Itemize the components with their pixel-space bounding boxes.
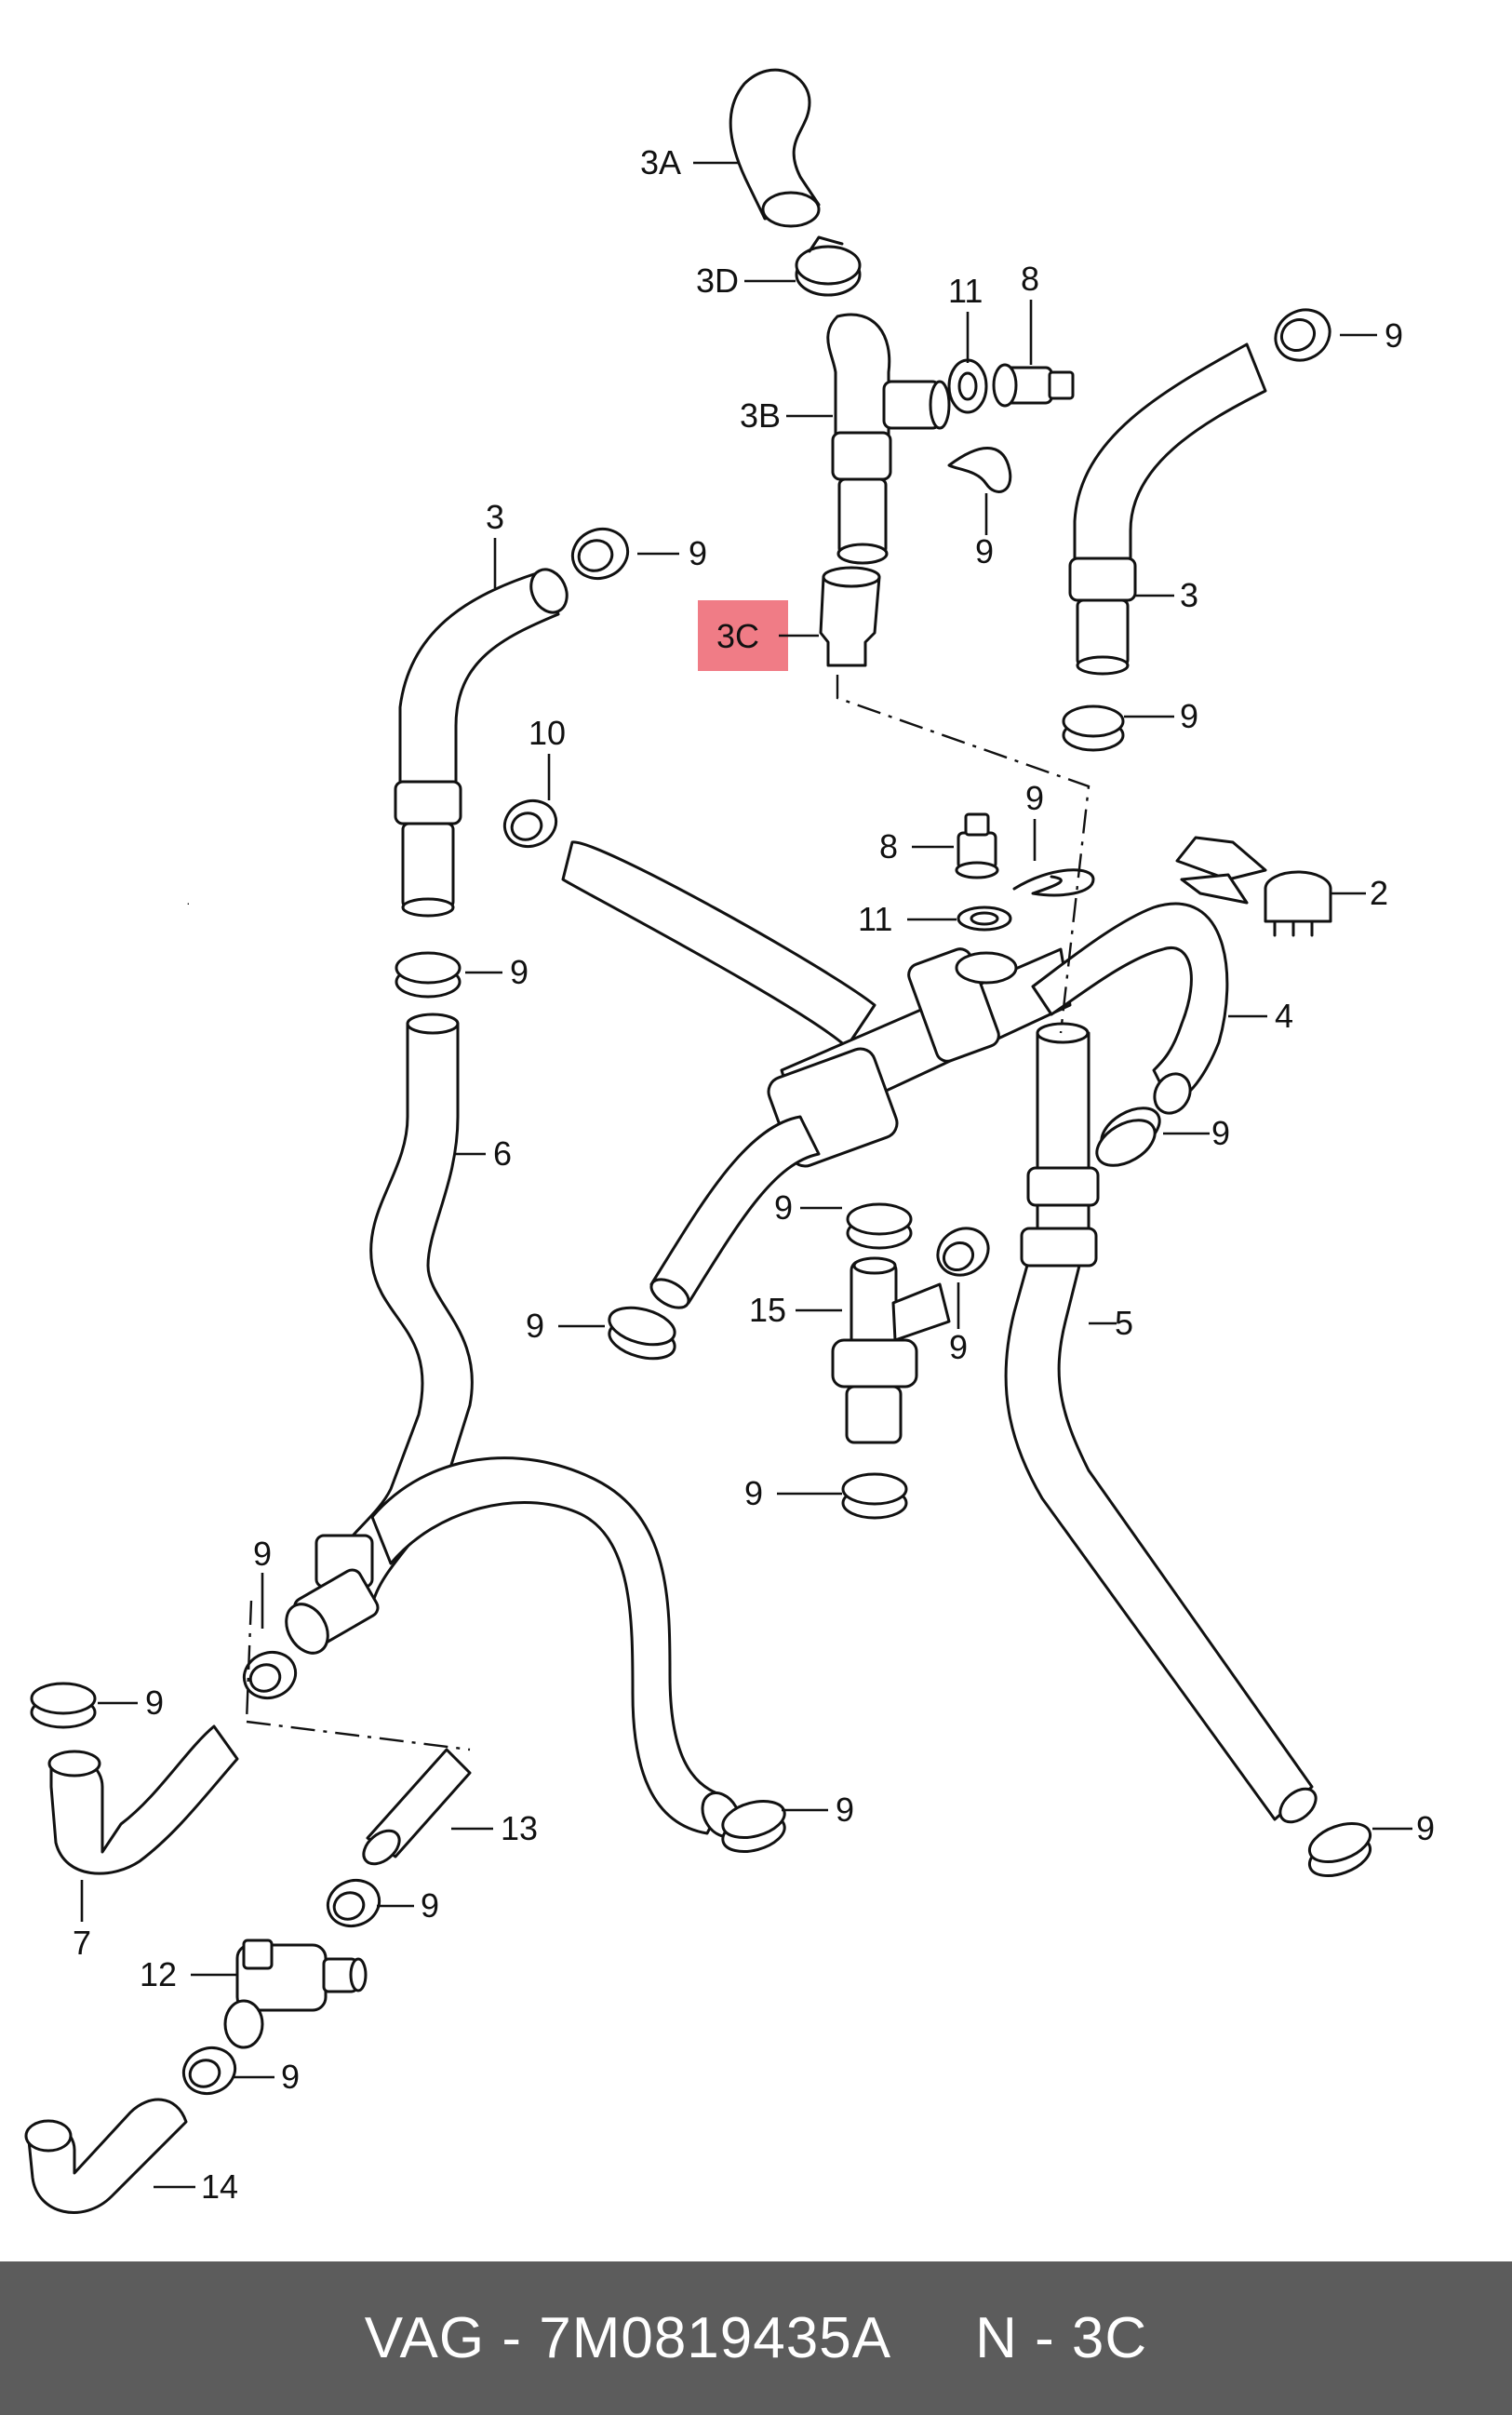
label-11-top: 11 [948, 272, 983, 310]
clamp-9-15-bottom [841, 1472, 908, 1520]
washer-11-mid [957, 906, 1012, 932]
label-9-manifold-left: 9 [526, 1307, 544, 1345]
label-9-12: 9 [281, 2058, 300, 2096]
hose-13 [362, 1748, 472, 1866]
ref-line-vert [245, 1600, 253, 1723]
label-5: 5 [1115, 1304, 1133, 1342]
stray-mark: · [186, 895, 191, 910]
clamp-9-left-top [570, 528, 630, 580]
clamp-9-tee-left [242, 1650, 298, 1700]
label-8-mid: 8 [879, 827, 898, 865]
clamp-9-15-right [936, 1227, 990, 1277]
parts-diagram: 3A 3D 3B 3C 11 8 9 9 3 9 3 9 10 9 8 11 2… [24, 68, 1435, 2214]
label-9-right-mid: 9 [1180, 697, 1198, 735]
label-4: 4 [1275, 997, 1293, 1035]
central-manifold [649, 947, 1072, 1309]
label-6: 6 [493, 1134, 512, 1173]
connector-15 [831, 1256, 951, 1444]
labels: 3A 3D 3B 3C 11 8 9 9 3 9 3 9 10 9 8 11 2… [73, 143, 1435, 2206]
clamp-9-top-right [1274, 308, 1331, 362]
washer-11-top [947, 358, 988, 414]
label-13: 13 [501, 1809, 538, 1847]
highlight-3C [698, 600, 788, 671]
label-3A: 3A [640, 143, 681, 181]
clip-9-top [947, 447, 1012, 493]
label-3C: 3C [716, 617, 759, 655]
label-7: 7 [73, 1924, 91, 1962]
label-12: 12 [140, 1955, 177, 1993]
label-9-hose-5-bottom: 9 [1416, 1809, 1435, 1847]
label-9-15-bottom: 9 [744, 1474, 763, 1512]
ref-line-3C [836, 675, 1091, 1034]
label-9-left-lower: 9 [145, 1684, 164, 1722]
label-10: 10 [529, 714, 566, 752]
label-9-tee-left: 9 [253, 1535, 272, 1573]
label-9-left-mid: 9 [510, 953, 529, 991]
label-9-hose-4: 9 [1211, 1114, 1230, 1152]
clamp-9-left-lower [30, 1682, 97, 1729]
label-11-mid: 11 [858, 900, 892, 938]
label-3D: 3D [696, 262, 739, 300]
hose-7 [47, 1724, 239, 1875]
label-2: 2 [1370, 874, 1388, 912]
connector-3C [819, 566, 881, 667]
label-9-left-top: 9 [689, 534, 707, 572]
leader-lines [80, 161, 1412, 2189]
clamp-9-hose-5-bottom [1307, 1821, 1372, 1878]
label-9-13: 9 [421, 1886, 439, 1925]
clamp-9-12 [181, 2046, 237, 2096]
clamp-9-left-mid [395, 951, 462, 999]
hose-5 [1004, 1022, 1318, 1824]
label-15: 15 [749, 1291, 786, 1329]
label-9-clip-top: 9 [975, 532, 994, 570]
sensor-8-top [992, 363, 1075, 408]
footer-part-number: VAG - 7M0819435A [364, 2306, 892, 2370]
clamp-9-13 [326, 1878, 381, 1928]
tee-lower-left [285, 1534, 380, 1655]
clamp-9-15-top [846, 1202, 913, 1250]
footer-bar: VAG - 7M0819435A N - 3C [0, 2261, 1512, 2415]
valve-12 [223, 1939, 368, 2049]
hose-3-left [394, 568, 569, 918]
sensor-8-mid [955, 812, 999, 879]
clamp-9-hose-4 [1095, 1107, 1161, 1167]
hose-14 [24, 2098, 188, 2214]
clamp-2 [1175, 836, 1332, 937]
hose-4 [1031, 902, 1229, 1115]
label-9-15-top: 9 [774, 1188, 793, 1227]
clamp-3D [795, 235, 862, 297]
clamp-9-pipe-10 [502, 798, 558, 849]
clamp-9-right-mid [1062, 704, 1125, 752]
label-3-right: 3 [1180, 576, 1198, 614]
label-9-lower-loop: 9 [836, 1791, 854, 1829]
label-3-left: 3 [486, 498, 504, 536]
clamp-9-manifold-left [608, 1306, 676, 1361]
tee-3B [826, 313, 951, 565]
ref-line-lower [246, 1720, 471, 1751]
label-8-top: 8 [1021, 260, 1039, 298]
label-9-clip-mid: 9 [1025, 779, 1044, 817]
hose-3-right [1068, 342, 1267, 676]
label-3B: 3B [740, 396, 781, 435]
label-9-15-right: 9 [949, 1328, 968, 1366]
label-14: 14 [201, 2167, 238, 2206]
footer-position: N - 3C [975, 2306, 1148, 2370]
hose-3A [729, 68, 821, 228]
pipe-10 [561, 840, 876, 1049]
clip-9-mid [1012, 868, 1095, 897]
label-9-top-right: 9 [1385, 316, 1403, 355]
